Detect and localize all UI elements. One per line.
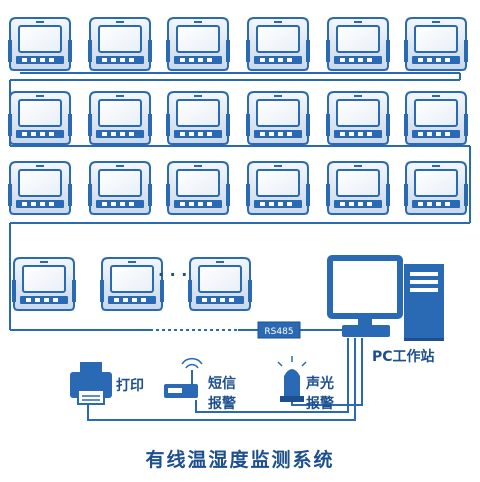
sms-label-1: 短信 xyxy=(208,375,236,392)
ellipsis-text: · · · xyxy=(158,265,187,284)
sensor-node-device xyxy=(246,161,310,215)
sensor-node-device xyxy=(326,91,390,145)
printer-label: 打印 xyxy=(116,377,144,394)
sensor-node-device xyxy=(404,91,468,145)
sensor-node-device xyxy=(88,91,152,145)
sensor-node-device xyxy=(8,17,72,71)
sensor-node-device xyxy=(404,161,468,215)
pc-label: PC工作站 xyxy=(372,348,435,365)
sensor-node-device xyxy=(12,257,76,311)
sensor-node-device xyxy=(88,17,152,71)
rs485-label: RS485 xyxy=(264,327,293,337)
sensor-node-device xyxy=(326,161,390,215)
sensor-node-device xyxy=(166,161,230,215)
pc-tower-icon xyxy=(404,264,444,338)
sensor-node-device xyxy=(166,91,230,145)
pc-workstation xyxy=(327,255,444,341)
monitor-icon xyxy=(327,255,403,319)
sensor-node-device xyxy=(246,17,310,71)
alarm-light-icon xyxy=(277,356,307,402)
sensor-nodes xyxy=(8,17,468,311)
sensor-node-device xyxy=(100,257,164,311)
sensor-node-device xyxy=(8,161,72,215)
network-wiring xyxy=(9,72,471,421)
sms-label-2: 报警 xyxy=(208,395,236,412)
alarm-label-1: 声光 xyxy=(305,375,334,392)
rs485-converter: RS485 xyxy=(257,321,301,339)
sensor-node-device xyxy=(326,17,390,71)
sensor-node-device xyxy=(88,161,152,215)
sensor-node-device xyxy=(166,17,230,71)
sensor-node-device xyxy=(404,17,468,71)
printer-icon xyxy=(70,362,112,405)
sensor-node-device xyxy=(8,91,72,145)
sms-modem-icon xyxy=(164,357,203,398)
alarm-label-2: 报警 xyxy=(306,395,334,412)
sensor-node-device xyxy=(188,257,252,311)
diagram-caption: 有线温湿度监测系统 xyxy=(145,448,334,471)
sensor-node-device xyxy=(246,91,310,145)
